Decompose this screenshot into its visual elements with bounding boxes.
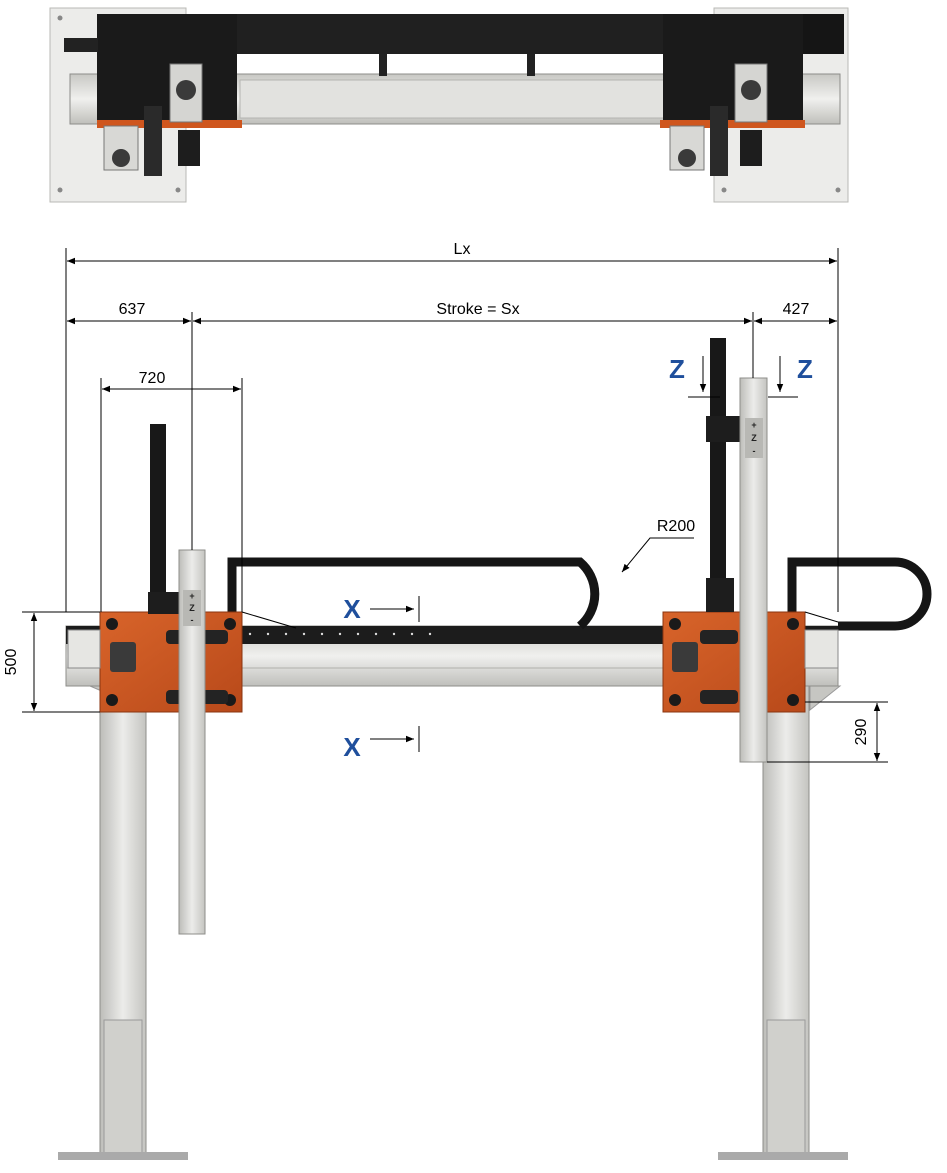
right-cable-chain [787,557,932,631]
x-chain-tray [66,626,838,644]
right-z-letter: Z [751,433,757,443]
front-view: + Z - + Z - [58,338,932,1160]
dim-720-label: 720 [139,370,166,387]
right-z-minus: - [753,446,756,456]
section-z-left-label: Z [669,354,685,384]
section-x-bottom-label: X [343,732,361,762]
right-z-chain [710,338,726,610]
left-z-letter: Z [189,603,195,613]
dim-290-label: 290 [853,719,870,746]
top-right-carriage [663,14,803,124]
stroke-label: Stroke = Sx [436,301,519,318]
left-z-plus: + [189,591,194,601]
left-z-minus: - [191,615,194,625]
x-cable-chain [227,557,600,630]
r200-label: R200 [657,518,695,535]
section-x-top-label: X [343,594,361,624]
left-foot [58,1152,188,1160]
dim-500-label: 500 [3,649,20,676]
top-view [49,7,849,203]
dim-637-label: 637 [119,301,146,318]
dim-427-label: 427 [783,301,810,318]
top-left-carriage [97,14,237,124]
right-z-plus: + [751,420,756,430]
r200-leader [621,537,694,573]
left-z-chain [150,424,166,594]
right-foot [718,1152,848,1160]
section-z-right-label: Z [797,354,813,384]
dimension-lines [22,248,888,763]
lx-label: Lx [454,241,471,258]
